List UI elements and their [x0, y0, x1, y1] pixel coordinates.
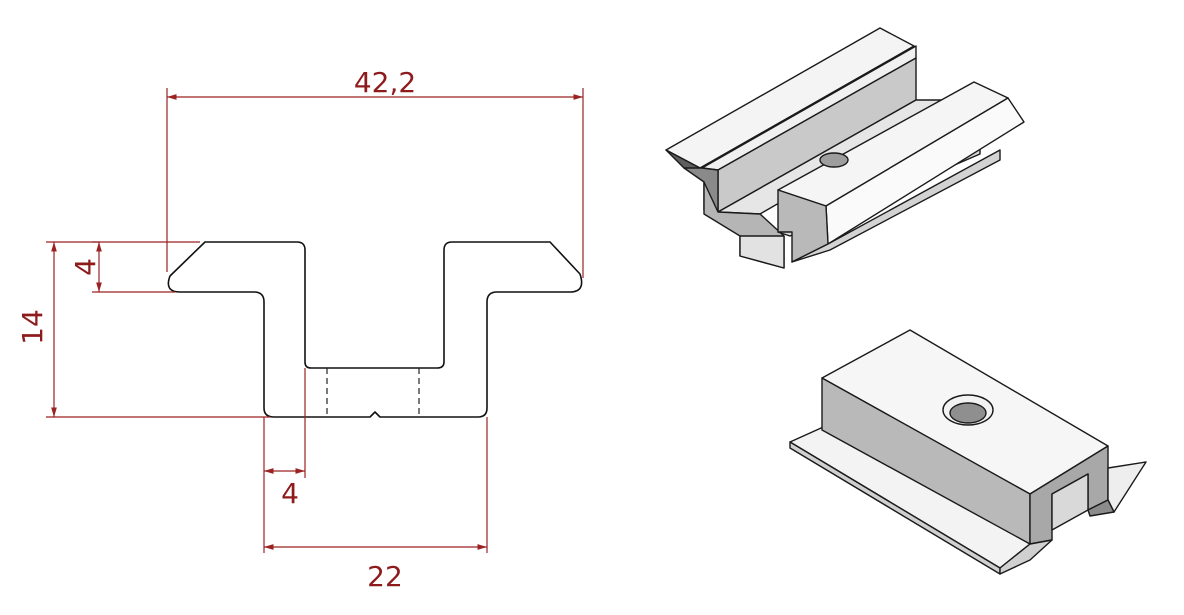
overall-width-label: 42,2	[354, 66, 416, 99]
isometric-view-bottom	[789, 329, 1147, 575]
isometric-view-top	[665, 27, 1025, 269]
dimension-base-width: 22	[264, 417, 488, 593]
section-view	[167, 241, 583, 418]
top-thickness-label: 4	[69, 258, 102, 276]
base-width-label: 22	[367, 560, 403, 593]
total-height-label: 14	[16, 309, 49, 345]
profile-outline	[167, 241, 583, 418]
dimension-top-thickness: 4	[69, 241, 200, 293]
dimension-overall-width: 42,2	[166, 66, 584, 278]
dimension-wall-thickness: 4	[263, 368, 306, 553]
dimension-total-height: 14	[16, 241, 270, 418]
wall-thickness-label: 4	[281, 477, 299, 510]
